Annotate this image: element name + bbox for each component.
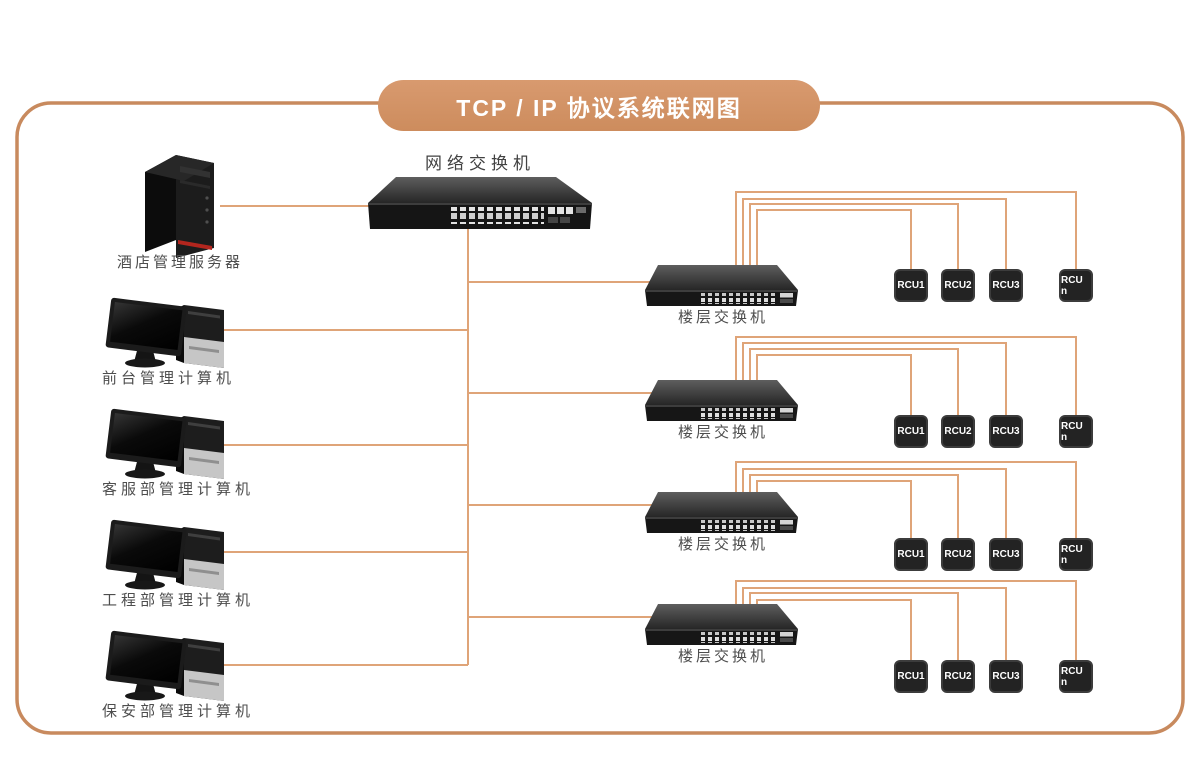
line-floor2-rcu1: [756, 354, 912, 419]
floor-switch-4-illustration: [645, 604, 798, 645]
computer-2-illustration: [105, 408, 224, 479]
computer-4-illustration: [105, 630, 224, 701]
rcu-label: RCU2: [944, 549, 972, 560]
rcu-box: RCU3: [989, 269, 1023, 302]
floor-switch-4-label: 楼层交换机: [677, 648, 768, 665]
line-floor2-rcu2: [749, 348, 959, 419]
line-floor1-rcu2: [749, 203, 959, 281]
line-floor3-rcu2: [749, 474, 959, 542]
rcu-box: RCU n: [1059, 415, 1093, 448]
line-floor1-rcu3: [742, 198, 1007, 281]
rcu-label: RCU3: [992, 671, 1020, 682]
line-floor1-rcu1: [756, 209, 912, 281]
server-label: 酒店管理服务器: [116, 254, 243, 271]
computer-1-illustration: [105, 297, 224, 368]
core-switch-illustration: [368, 177, 592, 229]
rcu-box: RCU3: [989, 415, 1023, 448]
rcu-box: RCU2: [941, 538, 975, 571]
computer-3-illustration: [105, 519, 224, 590]
rcu-box: RCU1: [894, 269, 928, 302]
floor-switch-1-label: 楼层交换机: [677, 309, 768, 326]
floor-switch-2-illustration: [645, 380, 798, 421]
server-tower-illustration: [145, 155, 214, 258]
computer-1-label: 前台管理计算机: [102, 370, 236, 387]
rcu-box: RCU3: [989, 538, 1023, 571]
rcu-label: RCU1: [897, 549, 925, 560]
floor-switch-2-label: 楼层交换机: [677, 424, 768, 441]
rcu-label: RCU n: [1061, 543, 1083, 566]
rcu-label: RCU3: [992, 426, 1020, 437]
rcu-label: RCU2: [944, 671, 972, 682]
rcu-label: RCU2: [944, 280, 972, 291]
rcu-box: RCU1: [894, 538, 928, 571]
rcu-label: RCU n: [1061, 665, 1083, 688]
computer-4-label: 保安部管理计算机: [102, 703, 255, 720]
core-switch-label: 网络交换机: [425, 154, 535, 173]
rcu-label: RCU1: [897, 426, 925, 437]
rcu-label: RCU n: [1061, 274, 1083, 297]
rcu-box: RCU2: [941, 660, 975, 693]
line-floor3-rcu3: [742, 468, 1007, 542]
rcu-box: RCU n: [1059, 269, 1093, 302]
line-floor1-rcun: [735, 191, 1077, 281]
rcu-label: RCU1: [897, 671, 925, 682]
floor-switch-3-illustration: [645, 492, 798, 533]
title-banner: TCP / IP 协议系统联网图: [378, 80, 820, 131]
computer-3-label: 工程部管理计算机: [102, 592, 255, 609]
computer-2-label: 客服部管理计算机: [102, 481, 255, 498]
line-floor3-rcun: [735, 461, 1077, 542]
rcu-box: RCU2: [941, 269, 975, 302]
rcu-box: RCU1: [894, 415, 928, 448]
rcu-box: RCU2: [941, 415, 975, 448]
line-floor2-rcun: [735, 336, 1077, 419]
rcu-label: RCU1: [897, 280, 925, 291]
rcu-box: RCU1: [894, 660, 928, 693]
rcu-box: RCU n: [1059, 538, 1093, 571]
line-floor2-rcu3: [742, 342, 1007, 419]
diagram-title: TCP / IP 协议系统联网图: [456, 94, 742, 121]
rcu-box: RCU n: [1059, 660, 1093, 693]
rcu-box: RCU3: [989, 660, 1023, 693]
floor-switch-1-illustration: [645, 265, 798, 306]
rcu-label: RCU n: [1061, 420, 1083, 443]
rcu-label: RCU2: [944, 426, 972, 437]
floor-switch-3-label: 楼层交换机: [677, 536, 768, 553]
rcu-label: RCU3: [992, 549, 1020, 560]
line-floor4-rcun: [735, 580, 1077, 664]
rcu-label: RCU3: [992, 280, 1020, 291]
